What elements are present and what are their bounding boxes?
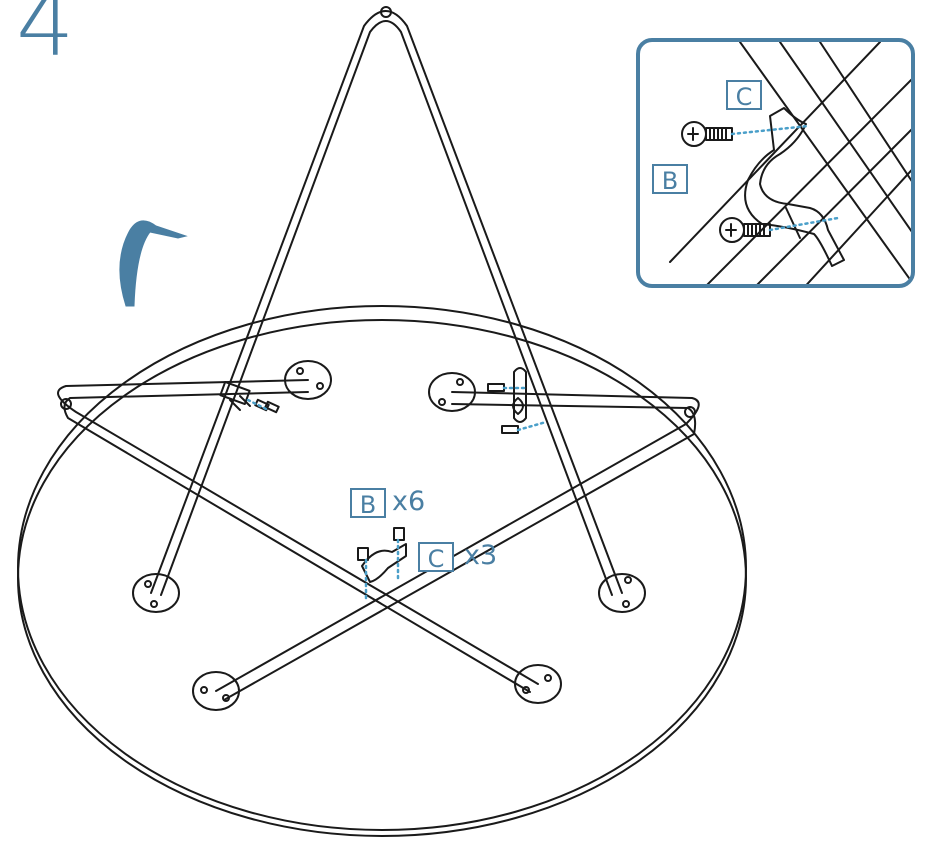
flip-arrow-icon [119,220,188,307]
mounting-plate-right [598,573,646,613]
hairpin-leg-upper [150,10,623,594]
detail-illustration [669,42,911,284]
mounting-plate-left [132,573,180,613]
part-c-label: C [418,542,454,573]
detail-inset: C B [636,38,915,288]
part-b-quantity: x6 [392,486,426,517]
step-number: 4 [16,0,75,77]
hairpin-leg-left [57,379,539,685]
part-c-quantity: x3 [464,540,498,571]
bracket-left-joint [219,380,280,414]
inset-part-c-label: C [726,80,762,111]
inset-part-b-label: B [652,164,688,195]
mounting-plate-top-left [284,360,332,400]
inset-screw-top [681,121,733,147]
bracket-right-joint [487,367,527,434]
part-b-label: B [350,488,386,519]
tabletop-surface [17,305,747,831]
hairpin-leg-right [215,391,700,692]
